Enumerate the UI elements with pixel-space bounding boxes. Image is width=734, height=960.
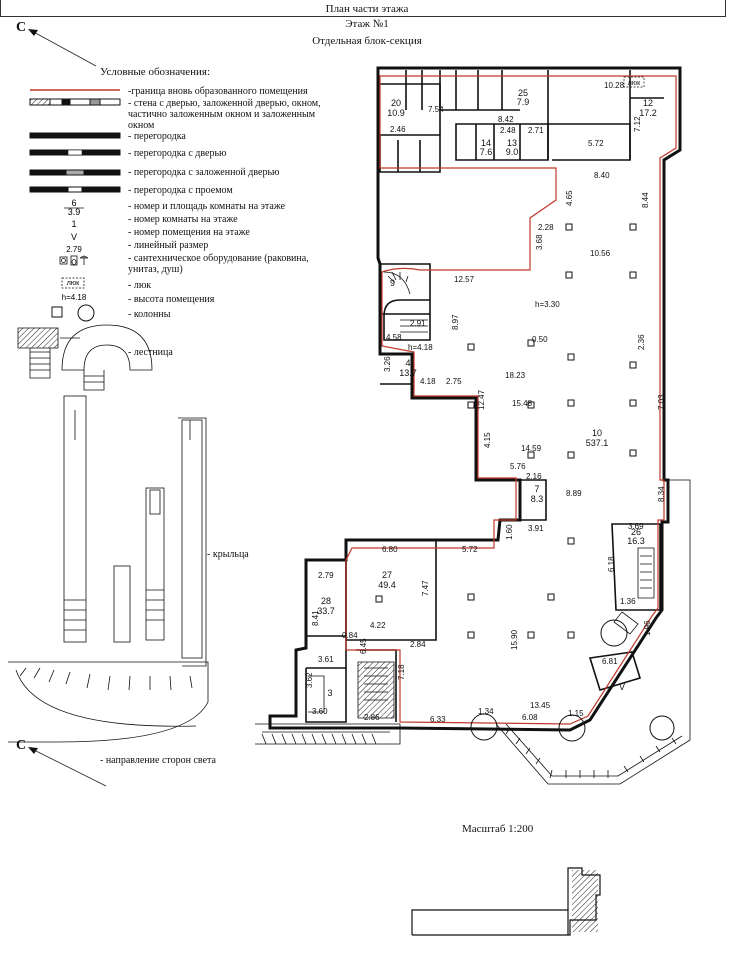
legend-partition-closed-door-label: - перегородка с заложенной дверью xyxy=(128,167,280,178)
legend-wall-label: - стена с дверью, заложенной дверью, окн… xyxy=(128,98,321,131)
legend-room-area-sample: 3.9 xyxy=(68,207,81,217)
section-label: Отдельная блок-секция xyxy=(312,35,422,47)
legend-partition-door-label: - перегородка с дверью xyxy=(128,148,227,159)
compass-letter-top: С xyxy=(16,20,27,35)
legend-symbols xyxy=(29,89,121,339)
columns xyxy=(375,223,675,742)
legend-sanitary-icons xyxy=(59,255,89,266)
legend-room-number-label: - номер комнаты на этаже xyxy=(128,214,238,225)
legend-dimension-label: - линейный размер xyxy=(128,240,209,251)
legend-porch-icons xyxy=(8,395,209,743)
legend-porch-label: - крыльца xyxy=(207,549,249,560)
legend-sanitary-label: - сантехническое оборудование (раковина,… xyxy=(128,253,309,275)
compass-arrow-top xyxy=(29,29,97,67)
legend-premise-number-label: - номер помещения на этаже xyxy=(128,227,250,238)
legend-partition-opening-label: - перегородка с проемом xyxy=(128,185,233,196)
scale-label: Масштаб 1:200 xyxy=(462,823,534,835)
legend-orientation-label: - направление сторон света xyxy=(100,755,216,766)
legend-stair-icon xyxy=(17,324,153,391)
legend-partition-label: - перегородка xyxy=(128,131,186,142)
column-square xyxy=(565,223,573,231)
legend-dimension-sample: 2.79 xyxy=(66,245,82,254)
legend-partition-symbol xyxy=(29,132,121,139)
column-round-3 xyxy=(558,714,586,742)
legend-room-number-area-label: - номер и площадь комнаты на этаже xyxy=(128,201,286,212)
legend-room-only-sample: 1 xyxy=(71,219,76,229)
legend-hatch-label: - люк xyxy=(128,280,152,291)
legend-hatch-sample: люк xyxy=(67,280,80,287)
front-porch xyxy=(255,479,691,785)
column-round-2 xyxy=(470,713,498,741)
legend-room-num-sample: 6 xyxy=(71,198,76,208)
floor-label: Этаж №1 xyxy=(345,18,389,30)
compass-arrow-bottom xyxy=(29,747,107,787)
legend-columns-label: - колонны xyxy=(128,309,171,320)
legend-premise-sample: V xyxy=(71,232,77,242)
legend-height-sample: h=4.18 xyxy=(62,293,87,302)
legend-hatch-box xyxy=(61,277,85,289)
outer-walls xyxy=(268,66,682,732)
premise-boundary xyxy=(345,75,677,725)
legend-boundary-label: -граница вновь образованного помещения xyxy=(128,86,308,97)
internal-stairs xyxy=(308,271,655,719)
plan-title: План части этажа xyxy=(325,3,409,15)
situation-plan xyxy=(411,867,601,936)
legend-stairs-label: - лестница xyxy=(128,347,173,358)
column-round-4 xyxy=(649,715,675,741)
compass-letter-bottom: С xyxy=(16,738,27,753)
legend-column-icons xyxy=(51,304,95,322)
title-frame xyxy=(0,0,726,17)
legend-heading: Условные обозначения: xyxy=(100,66,211,78)
legend-height-label: - высота помещения xyxy=(128,294,215,305)
column-round-1 xyxy=(600,619,628,647)
